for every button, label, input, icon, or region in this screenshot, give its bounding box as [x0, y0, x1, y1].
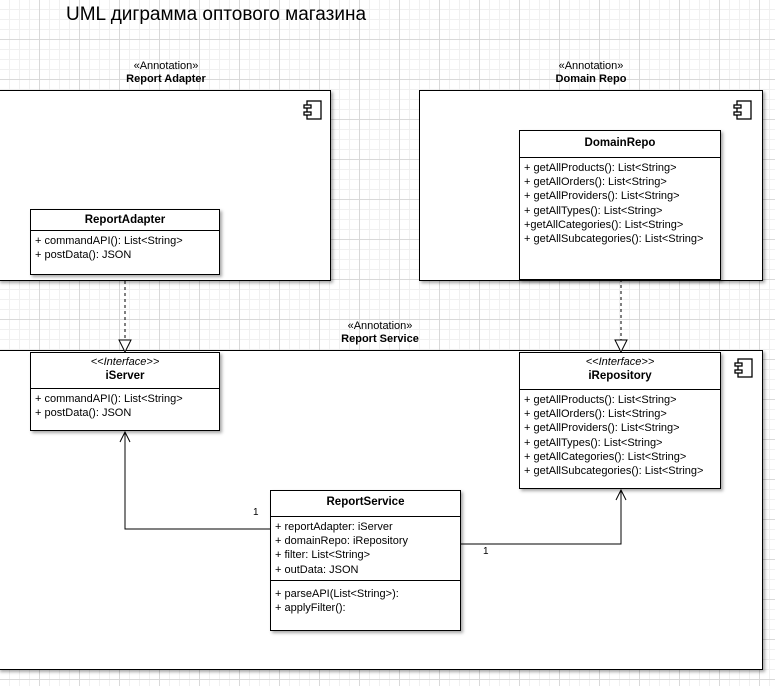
class-header: <<Interface>> iServer [31, 353, 219, 389]
association-service-iserver [125, 432, 270, 529]
class-methods: + parseAPI(List<String>): + applyFilter(… [271, 579, 460, 618]
class-name: DomainRepo [584, 137, 656, 149]
package-label-report-adapter: «Annotation» Report Adapter [66, 60, 266, 86]
package-name: Report Service [341, 333, 419, 345]
package-label-domain-repo: «Annotation» Domain Repo [491, 60, 691, 86]
class-attribute: + reportAdapter: iServer [275, 521, 393, 533]
class-methods: + getAllProducts(): List<String> + getAl… [520, 390, 720, 481]
component-icon [734, 358, 753, 378]
class-method: + applyFilter(): [275, 602, 346, 615]
class-name: iRepository [588, 370, 652, 382]
class-header: ReportAdapter [31, 210, 219, 231]
class-method: + getAllTypes(): List<String> [524, 436, 663, 449]
class-method: + getAllCategories(): List<String> [524, 450, 687, 463]
class-method: + getAllOrders(): List<String> [524, 408, 667, 421]
class-method: + getAllTypes(): List<String> [524, 204, 663, 217]
diagram-title: UML диграмма оптового магазина [66, 4, 367, 25]
class-method: + getAllSubcategories(): List<String> [524, 465, 704, 478]
class-methods: + commandAPI(): List<String> + postData(… [31, 231, 219, 265]
package-label-report-service: «Annotation» Report Service [280, 320, 480, 346]
package-stereotype: «Annotation» [347, 320, 413, 332]
class-method: + getAllProducts(): List<String> [524, 394, 677, 406]
multiplicity-label: 1 [253, 507, 259, 518]
class-header: ReportService [271, 491, 460, 517]
class-method: + getAllProviders(): List<String> [524, 190, 680, 203]
multiplicity-label: 1 [483, 546, 489, 557]
class-method: + commandAPI(): List<String> [35, 393, 183, 405]
class-method: + parseAPI(List<String>): [275, 587, 399, 600]
class-header: <<Interface>> iRepository [520, 353, 720, 390]
component-icon [733, 100, 752, 120]
class-name: ReportAdapter [84, 214, 166, 226]
package-name: Domain Repo [555, 73, 627, 85]
package-stereotype: «Annotation» [133, 60, 199, 72]
class-method: +getAllCategories(): List<String> [524, 218, 684, 231]
interface-stereotype: <<Interface>> [90, 356, 160, 368]
class-method: + getAllSubcategories(): List<String> [524, 233, 704, 246]
class-attributes: + reportAdapter: iServer + domainRepo: i… [271, 517, 460, 580]
class-header: DomainRepo [520, 131, 720, 158]
class-method: + postData(): JSON [35, 407, 132, 420]
class-name: iServer [105, 370, 145, 382]
package-stereotype: «Annotation» [558, 60, 624, 72]
class-domain-repo[interactable]: DomainRepo + getAllProducts(): List<Stri… [519, 130, 721, 280]
class-attribute: + outData: JSON [275, 563, 359, 576]
class-methods: + commandAPI(): List<String> + postData(… [31, 389, 219, 423]
class-method: + commandAPI(): List<String> [35, 235, 183, 247]
component-icon [303, 100, 322, 120]
class-name: ReportService [326, 496, 405, 508]
interface-iserver[interactable]: <<Interface>> iServer + commandAPI(): Li… [30, 352, 220, 431]
class-method: + postData(): JSON [35, 249, 132, 262]
association-service-irepository [460, 490, 621, 544]
class-method: + getAllProducts(): List<String> [524, 162, 677, 174]
interface-stereotype: <<Interface>> [585, 356, 655, 368]
class-attribute: + filter: List<String> [275, 549, 371, 562]
class-report-service[interactable]: ReportService + reportAdapter: iServer +… [270, 490, 461, 631]
class-method: + getAllProviders(): List<String> [524, 422, 680, 435]
interface-irepository[interactable]: <<Interface>> iRepository + getAllProduc… [519, 352, 721, 489]
class-attribute: + domainRepo: iRepository [275, 535, 408, 548]
class-report-adapter[interactable]: ReportAdapter + commandAPI(): List<Strin… [30, 209, 220, 275]
class-methods: + getAllProducts(): List<String> + getAl… [520, 158, 720, 249]
class-method: + getAllOrders(): List<String> [524, 176, 667, 189]
package-name: Report Adapter [126, 73, 206, 85]
